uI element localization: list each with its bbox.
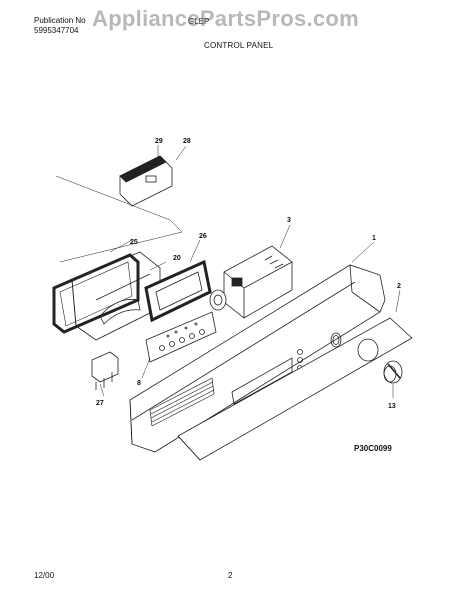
window-part [144, 259, 212, 323]
page-number: 2 [228, 571, 233, 580]
publication-label: Publication No [34, 16, 86, 25]
callout-3: 3 [287, 217, 291, 224]
timer-module-part [209, 245, 293, 319]
callout-28: 28 [183, 138, 191, 145]
callout-20: 20 [173, 255, 181, 262]
callout-27: 27 [96, 400, 104, 407]
panel-overlay-part [177, 317, 413, 461]
footer-date: 12/00 [34, 571, 55, 580]
callout-29: 29 [155, 138, 163, 145]
control-panel-part [129, 264, 386, 453]
switch-part [91, 351, 119, 390]
callout-1: 1 [372, 235, 376, 242]
model-number: GLEP [188, 17, 210, 26]
control-board-part [145, 311, 217, 363]
gasket-part [52, 253, 140, 334]
callout-2: 2 [397, 283, 401, 290]
control-knob-part [383, 360, 403, 384]
callout-25: 25 [130, 239, 138, 246]
watermark: AppliancePartsPros.com [92, 6, 360, 31]
callout-26: 26 [199, 233, 207, 240]
callout-13: 13 [388, 403, 396, 410]
drawing-code: P30C0099 [354, 444, 392, 453]
publication-number: 5995347704 [34, 26, 79, 35]
section-title: CONTROL PANEL [204, 41, 274, 50]
handle-part [119, 155, 173, 207]
callout-8: 8 [137, 380, 141, 387]
